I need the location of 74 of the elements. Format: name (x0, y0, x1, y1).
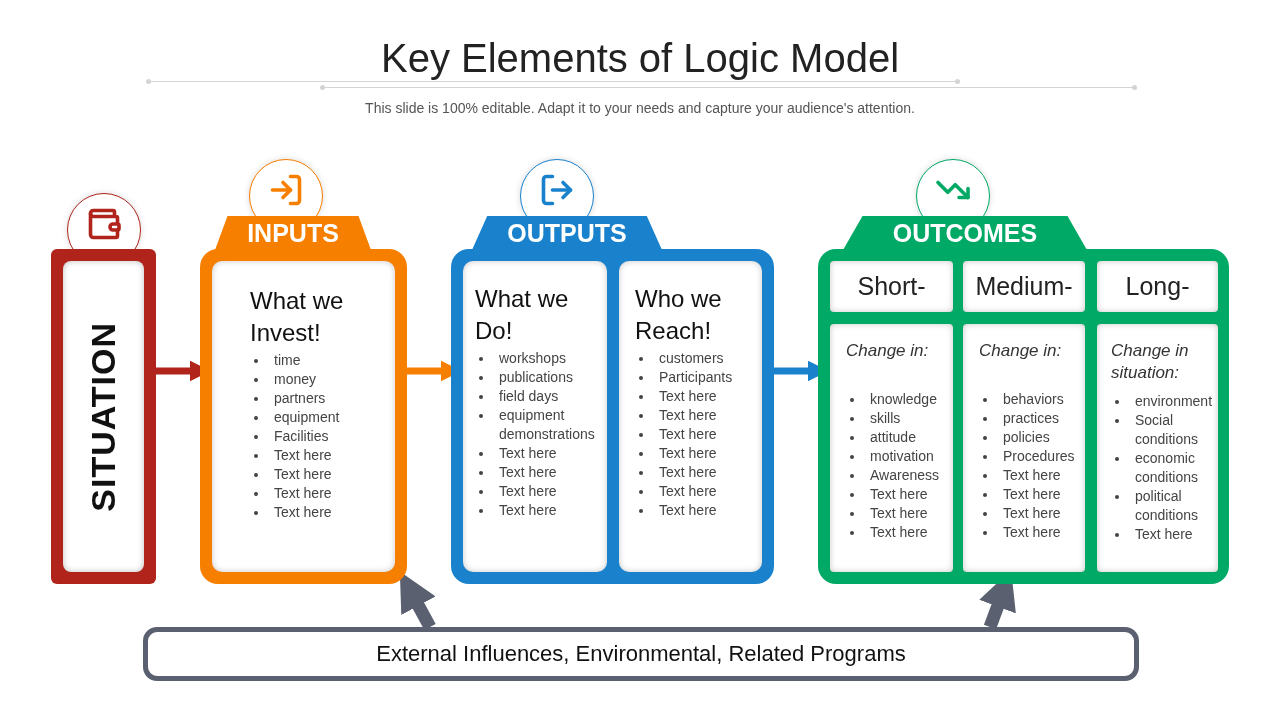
column-header (963, 261, 1085, 312)
bullet-item: Text here (659, 445, 717, 461)
bullet-item: Text here (659, 483, 717, 499)
header-tab: OUTCOMES (843, 216, 1087, 250)
situation-box (51, 249, 156, 584)
title: Key Elements of Logic Model (379, 35, 900, 82)
bullet-item: money (274, 371, 317, 387)
bullet-item: practices (1003, 410, 1060, 426)
header-text: Medium- (975, 272, 1073, 301)
bullet-item: behaviors (1003, 391, 1064, 407)
bullet-item: Facilities (274, 428, 329, 444)
header-tab: INPUTS (215, 216, 371, 250)
bullet-item: motivation (870, 448, 934, 464)
bullet-item: field days (499, 388, 559, 404)
bullet-item: Text here (659, 464, 717, 480)
subheading: Change in: (979, 340, 1063, 362)
vertical-label: SITUATION (84, 321, 123, 512)
bullet-item: Text here (870, 486, 928, 502)
bullet-item: Text here (499, 464, 557, 480)
subheading: Change in: (846, 340, 930, 362)
bullet-item: environment (1135, 393, 1213, 409)
panel-heading: What we Invest! (250, 286, 345, 348)
panel-heading: What we Do! (475, 284, 570, 346)
category-panel (200, 216, 407, 584)
bullet-item: Text here (1003, 486, 1061, 502)
info-bar: External Influences, Environmental, Related Programs (143, 627, 1139, 681)
content-card (830, 324, 953, 572)
bullet-item: political conditions (1135, 488, 1199, 523)
bullet-item: customers (659, 350, 724, 366)
bullet-item: Text here (1135, 526, 1193, 542)
content-card (463, 261, 607, 572)
bullet-item: Text here (274, 504, 332, 520)
content-card (963, 324, 1085, 572)
column-header (830, 261, 953, 312)
panel-heading: Who we Reach! (635, 284, 723, 346)
bullet-item: Text here (659, 426, 717, 442)
bullet-item: Text here (1003, 505, 1061, 521)
category-panel (451, 216, 774, 584)
bullet-item: Text here (659, 388, 717, 404)
content-card (212, 261, 395, 572)
header-tab: OUTPUTS (472, 216, 662, 250)
bullet-item: Text here (659, 407, 717, 423)
bullet-item: Participants (659, 369, 733, 385)
bullet-item: Text here (274, 485, 332, 501)
header-text: Short- (857, 272, 926, 301)
bullet-item: Text here (499, 483, 557, 499)
bullet-item: Text here (870, 505, 928, 521)
bullet-item: Procedures (1003, 448, 1075, 464)
header-text: Long- (1125, 272, 1190, 301)
bullet-item: equipment demonstrations (499, 407, 595, 442)
subheading: Change in situation: (1111, 340, 1190, 384)
bullet-item: equipment (274, 409, 340, 425)
bullet-item: Text here (499, 445, 557, 461)
bullet-item: workshops (499, 350, 566, 366)
bullet-item: publications (499, 369, 573, 385)
bullet-item: Text here (1003, 524, 1061, 540)
bullet-item: Text here (274, 447, 332, 463)
category-panel (818, 216, 1229, 584)
content-card (1097, 324, 1218, 572)
bullet-item: Text here (870, 524, 928, 540)
bullet-item: time (274, 352, 301, 368)
bullet-item: skills (870, 410, 901, 426)
bullet-item: Text here (1003, 467, 1061, 483)
bullet-item: Awareness (870, 467, 939, 483)
bullet-item: Text here (659, 502, 717, 518)
bullet-item: knowledge (870, 391, 937, 407)
bullet-item: Text here (274, 466, 332, 482)
bullet-item: Text here (499, 502, 557, 518)
bullet-item: attitude (870, 429, 916, 445)
bullet-item: partners (274, 390, 326, 406)
content-card (619, 261, 762, 572)
bullet-item: policies (1003, 429, 1050, 445)
column-header (1097, 261, 1218, 312)
subtitle: This slide is 100% editable. Adapt it to your needs and capture your audience's attention. (364, 100, 916, 116)
